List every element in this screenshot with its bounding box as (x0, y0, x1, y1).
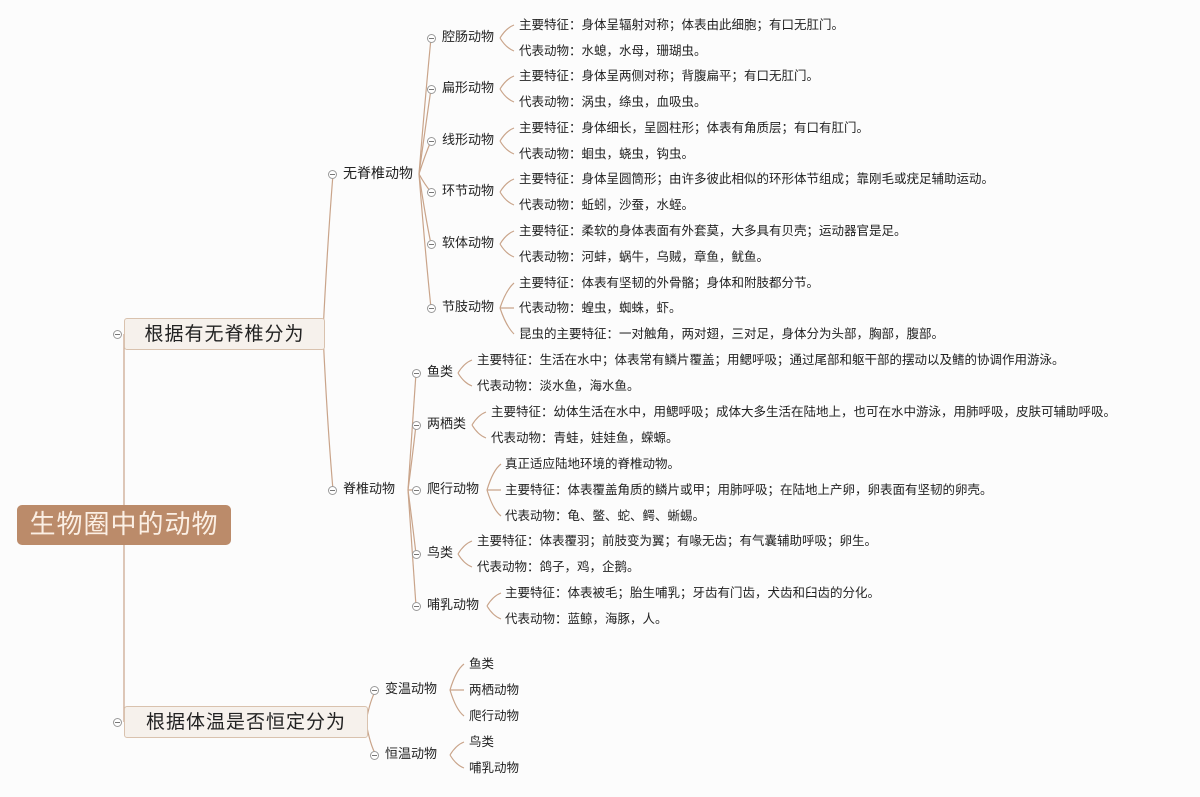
detail-text: 代表动物：水螅，水母，珊瑚虫。 (519, 43, 707, 58)
collapse-toggle-icon[interactable] (412, 550, 421, 559)
leaf-item[interactable]: 爬行动物 (469, 708, 520, 723)
collapse-toggle-icon[interactable] (328, 486, 337, 495)
detail-text: 主要特征：柔软的身体表面有外套莫，大多具有贝壳；运动器官是足。 (519, 223, 907, 238)
collapse-toggle-icon[interactable] (113, 718, 122, 727)
collapse-toggle-icon[interactable] (328, 170, 337, 179)
node-coelenterates[interactable]: 腔肠动物 (442, 30, 495, 45)
node-amphibians[interactable]: 两栖类 (427, 417, 467, 432)
detail-text: 主要特征：身体呈圆筒形；由许多彼此相似的环形体节组成；靠刚毛或疣足辅助运动。 (519, 171, 995, 186)
detail-text: 主要特征：生活在水中；体表常有鳞片覆盖；用鳃呼吸；通过尾部和躯干部的摆动以及鳍的… (477, 352, 1065, 367)
collapse-toggle-icon[interactable] (427, 137, 436, 146)
detail-text: 代表动物：蚯蚓，沙蚕，水蛭。 (519, 197, 695, 212)
detail-text: 代表动物：蓝鲸，海豚，人。 (505, 611, 668, 626)
node-flatworms[interactable]: 扁形动物 (442, 81, 495, 96)
leaf-item[interactable]: 鱼类 (469, 656, 495, 671)
branch-by-spine[interactable]: 根据有无脊椎分为 (124, 318, 325, 350)
collapse-toggle-icon[interactable] (412, 602, 421, 611)
group-vertebrates[interactable]: 脊椎动物 (343, 482, 396, 497)
detail-text: 主要特征：体表覆盖角质的鳞片或甲；用肺呼吸；在陆地上产卵，卵表面有坚韧的卵壳。 (505, 482, 993, 497)
detail-text: 真正适应陆地环境的脊椎动物。 (505, 456, 681, 471)
leaf-item[interactable]: 两栖动物 (469, 682, 520, 697)
collapse-toggle-icon[interactable] (412, 421, 421, 430)
node-fish[interactable]: 鱼类 (427, 365, 454, 380)
leaf-item[interactable]: 哺乳动物 (469, 760, 520, 775)
collapse-toggle-icon[interactable] (427, 85, 436, 94)
node-arthropods[interactable]: 节肢动物 (442, 300, 495, 315)
node-roundworms[interactable]: 线形动物 (442, 133, 495, 148)
node-birds[interactable]: 鸟类 (427, 546, 454, 561)
detail-text: 代表动物：青蛙，娃娃鱼，蝾螈。 (491, 430, 679, 445)
node-annelids[interactable]: 环节动物 (442, 184, 495, 199)
collapse-toggle-icon[interactable] (427, 304, 436, 313)
detail-text: 代表动物：涡虫，绦虫，血吸虫。 (519, 94, 707, 109)
detail-text: 主要特征：幼体生活在水中，用鳃呼吸；成体大多生活在陆地上，也可在水中游泳，用肺呼… (491, 404, 1117, 419)
branch-by-body-temperature[interactable]: 根据体温是否恒定分为 (124, 706, 368, 738)
node-mollusks[interactable]: 软体动物 (442, 236, 495, 251)
group-warm-blooded[interactable]: 恒温动物 (385, 747, 438, 762)
detail-text: 代表动物：蛔虫，蛲虫，钩虫。 (519, 146, 695, 161)
detail-text: 主要特征：体表覆羽；前肢变为翼；有喙无齿；有气囊辅助呼吸；卵生。 (477, 533, 878, 548)
detail-text: 主要特征：体表被毛；胎生哺乳；牙齿有门齿，犬齿和臼齿的分化。 (505, 585, 881, 600)
detail-text: 代表动物：龟、鳖、蛇、鳄、蜥蜴。 (505, 508, 706, 523)
node-reptiles[interactable]: 爬行动物 (427, 482, 480, 497)
group-cold-blooded[interactable]: 变温动物 (385, 682, 438, 697)
leaf-item[interactable]: 鸟类 (469, 734, 495, 749)
collapse-toggle-icon[interactable] (370, 686, 379, 695)
root-node[interactable]: 生物圈中的动物 (17, 505, 231, 545)
collapse-toggle-icon[interactable] (412, 369, 421, 378)
detail-text: 主要特征：身体细长，呈圆柱形；体表有角质层；有口有肛门。 (519, 120, 870, 135)
detail-text: 代表动物：鸽子，鸡，企鹅。 (477, 559, 640, 574)
detail-text: 代表动物：蝗虫，蜘蛛，虾。 (519, 300, 682, 315)
detail-text: 主要特征：身体呈两侧对称；背腹扁平；有口无肛门。 (519, 68, 820, 83)
detail-text: 代表动物：河蚌，蜗牛，乌贼，章鱼，鱿鱼。 (519, 249, 770, 264)
collapse-toggle-icon[interactable] (427, 188, 436, 197)
collapse-toggle-icon[interactable] (370, 751, 379, 760)
collapse-toggle-icon[interactable] (427, 240, 436, 249)
detail-text: 昆虫的主要特征：一对触角，两对翅，三对足，身体分为头部，胸部，腹部。 (519, 326, 945, 341)
detail-text: 主要特征：身体呈辐射对称；体表由此细胞；有口无肛门。 (519, 17, 845, 32)
collapse-toggle-icon[interactable] (412, 486, 421, 495)
node-mammals[interactable]: 哺乳动物 (427, 598, 480, 613)
detail-text: 主要特征：体表有坚韧的外骨骼；身体和附肢都分节。 (519, 275, 820, 290)
collapse-toggle-icon[interactable] (427, 34, 436, 43)
detail-text: 代表动物：淡水鱼，海水鱼。 (477, 378, 640, 393)
collapse-toggle-icon[interactable] (113, 330, 122, 339)
group-invertebrates[interactable]: 无脊椎动物 (343, 166, 413, 182)
